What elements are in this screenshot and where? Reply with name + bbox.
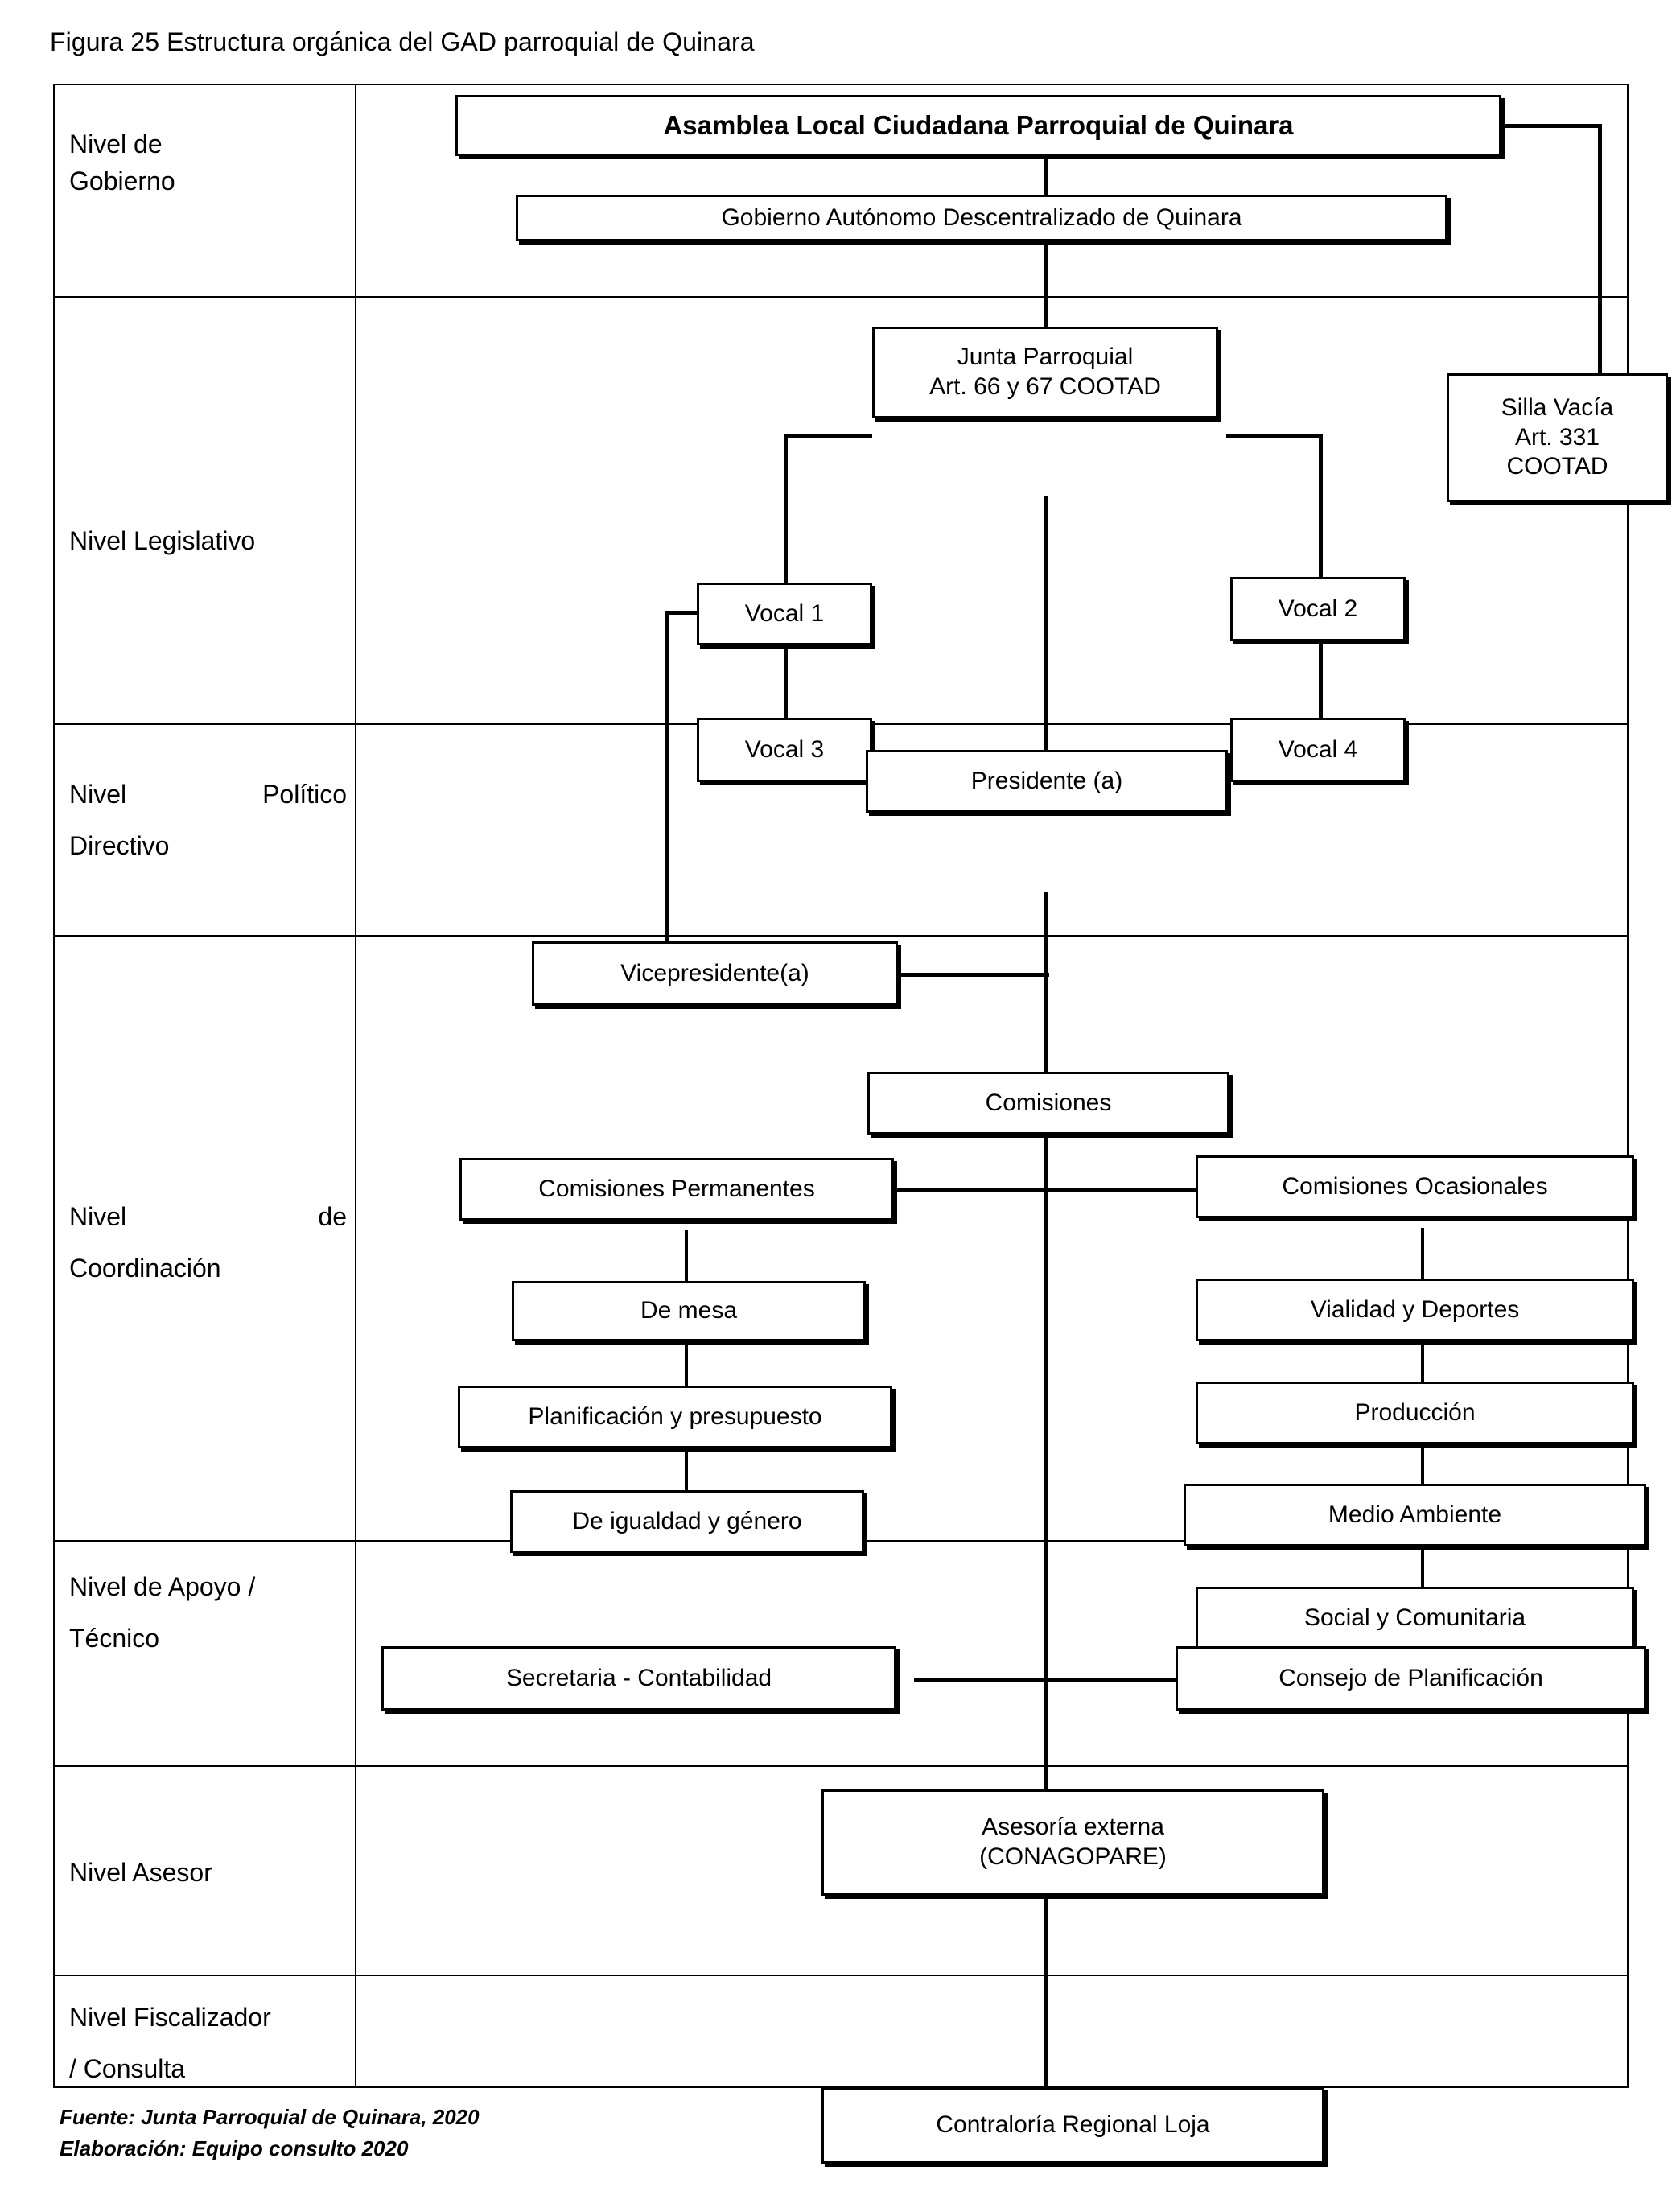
figure-footer: Fuente: Junta Parroquial de Quinara, 202…	[60, 2102, 480, 2164]
node-social-comunitaria[interactable]: Social y Comunitaria	[1196, 1587, 1634, 1649]
node-vocal-1[interactable]: Vocal 1	[697, 583, 872, 645]
row-divider-1	[53, 296, 1629, 298]
node-vialidad-deportes[interactable]: Vialidad y Deportes	[1196, 1279, 1634, 1341]
footer-elaboration: Elaboración: Equipo consulto 2020	[60, 2136, 409, 2160]
asesoria-line-1: Asesoría externa	[982, 1814, 1164, 1841]
junta-line-2: Art. 66 y 67 COOTAD	[929, 373, 1161, 400]
connector-planificacion-igualdad	[685, 1437, 688, 1493]
connector-junta-vocal2-v	[1319, 434, 1323, 583]
node-presidente[interactable]: Presidente (a)	[866, 750, 1228, 813]
node-comisiones-permanentes[interactable]: Comisiones Permanentes	[459, 1158, 894, 1221]
level-label-asesor: Nivel Asesor	[69, 1858, 212, 1887]
connector-asamblea-gad	[1044, 156, 1048, 195]
connector-comisiones-ocasionales	[1044, 1188, 1197, 1192]
row-divider-3	[53, 935, 1629, 937]
level-label-fiscalizador: Nivel Fiscalizador / Consulta	[69, 2003, 271, 2084]
node-comisiones[interactable]: Comisiones	[867, 1072, 1229, 1135]
connector-vicepresidente-spine	[896, 973, 1049, 977]
silla-line-2: Art. 331	[1514, 423, 1600, 451]
node-igualdad-genero[interactable]: De igualdad y género	[510, 1490, 864, 1553]
node-vicepresidente[interactable]: Vicepresidente(a)	[532, 941, 898, 1006]
connector-asesoria-contraloria	[1044, 1895, 1048, 2092]
node-vocal-2[interactable]: Vocal 2	[1230, 577, 1406, 641]
figure-caption: Figura 25 Estructura orgánica del GAD pa…	[50, 27, 755, 56]
level-label-apoyo: Nivel de Apoyo / Técnico	[69, 1572, 256, 1653]
connector-junta-vocal2-h	[1226, 434, 1323, 438]
node-comisiones-ocasionales[interactable]: Comisiones Ocasionales	[1196, 1155, 1634, 1218]
node-medio-ambiente[interactable]: Medio Ambiente	[1184, 1484, 1646, 1546]
table-outer-border	[53, 84, 1629, 2088]
node-contraloria-regional[interactable]: Contraloría Regional Loja	[821, 2087, 1324, 2164]
footer-source: Fuente: Junta Parroquial de Quinara, 202…	[60, 2105, 480, 2129]
connector-ocasionales-vialidad	[1421, 1228, 1424, 1280]
node-vocal-3[interactable]: Vocal 3	[697, 718, 872, 782]
connector-mesa-planificacion	[685, 1332, 688, 1389]
connector-vocal1-vocal3	[784, 647, 788, 719]
level-label-legislativo: Nivel Legislativo	[69, 526, 256, 555]
connector-vialidad-produccion	[1421, 1331, 1424, 1387]
node-de-mesa[interactable]: De mesa	[512, 1281, 866, 1341]
node-asamblea-local[interactable]: Asamblea Local Ciudadana Parroquial de Q…	[455, 95, 1501, 156]
connector-vocal1-vicepresidente-v	[665, 611, 669, 977]
connector-vocal2-vocal4	[1319, 641, 1323, 718]
node-asesoria-externa[interactable]: Asesoría externa (CONAGOPARE)	[821, 1789, 1324, 1896]
node-junta-parroquial[interactable]: Junta Parroquial Art. 66 y 67 COOTAD	[872, 327, 1218, 418]
label-column-divider	[355, 84, 356, 2088]
junta-line-1: Junta Parroquial	[957, 344, 1134, 371]
connector-comisiones-permanentes	[894, 1188, 1047, 1192]
connector-secretaria-spine	[914, 1678, 1047, 1682]
node-secretaria-contabilidad[interactable]: Secretaria - Contabilidad	[381, 1646, 896, 1711]
connector-junta-vocal1-v	[784, 434, 788, 591]
asesoria-line-2: (CONAGOPARE)	[979, 1843, 1167, 1870]
connector-asamblea-to-silla-h	[1501, 124, 1602, 128]
connector-permanentes-mesa	[685, 1230, 688, 1283]
connector-presidente-comisiones	[1044, 892, 1048, 1073]
node-consejo-planificacion[interactable]: Consejo de Planificación	[1176, 1646, 1646, 1711]
row-divider-6	[53, 1975, 1629, 1976]
node-gad-quinara[interactable]: Gobierno Autónomo Descentralizado de Qui…	[516, 195, 1447, 241]
connector-junta-presidente	[1044, 496, 1048, 773]
row-divider-5	[53, 1765, 1629, 1767]
silla-line-1: Silla Vacía	[1501, 394, 1614, 422]
node-vocal-4[interactable]: Vocal 4	[1230, 718, 1406, 782]
connector-medioambiente-social	[1421, 1537, 1424, 1593]
level-label-gobierno: Nivel de Gobierno	[69, 130, 175, 196]
connector-asamblea-to-silla-v	[1598, 124, 1602, 373]
node-planificacion-presupuesto[interactable]: Planificación y presupuesto	[458, 1386, 892, 1448]
connector-comisiones-main-spine	[1044, 1134, 1048, 1999]
silla-line-3: COOTAD	[1506, 453, 1608, 480]
node-silla-vacia[interactable]: Silla Vacía Art. 331 COOTAD	[1447, 373, 1668, 502]
connector-junta-vocal1-h	[784, 434, 872, 438]
connector-spine-consejo	[1044, 1678, 1177, 1682]
level-label-politico: Nivel Político Directivo	[69, 780, 347, 861]
connector-produccion-medioambiente	[1421, 1434, 1424, 1490]
level-label-coordinacion: Nivel de Coordinación	[69, 1202, 347, 1283]
node-produccion[interactable]: Producción	[1196, 1382, 1634, 1444]
org-chart-table: Nivel de Gobierno Nivel Legislativo Nive…	[53, 84, 1668, 2164]
